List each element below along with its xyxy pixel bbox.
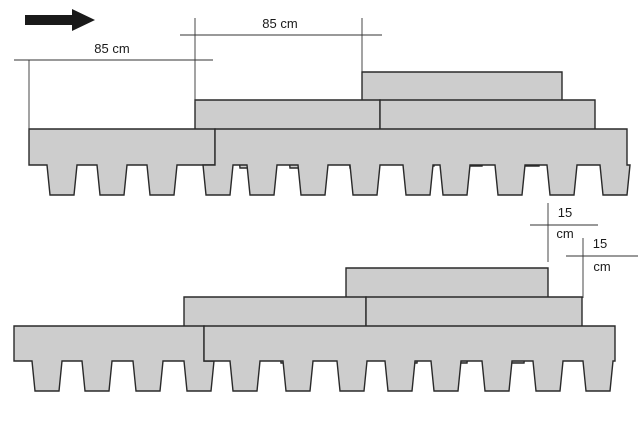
bottom-dimension-1-lines xyxy=(530,203,598,262)
top-dimension-2-label: 85 cm xyxy=(262,16,297,31)
top-dimension-2-lines xyxy=(180,18,382,72)
bottom-shingle-strip-5 xyxy=(203,325,616,392)
arrow-right-icon xyxy=(25,9,95,31)
bottom-dimension-2-unit: cm xyxy=(593,259,610,274)
bottom-dimension-2-lines xyxy=(566,238,638,298)
top-shingle-layout: 85 cm 85 cm xyxy=(14,16,631,196)
top-dimension-1-label: 85 cm xyxy=(94,41,129,56)
bottom-shingle-strip-3 xyxy=(13,325,215,392)
top-shingle-strip-5 xyxy=(202,128,631,196)
bottom-dimension-2-value: 15 xyxy=(593,236,607,251)
bottom-shingle-layout: 15 cm 15 cm xyxy=(13,203,638,392)
top-shingle-strip-3 xyxy=(28,128,216,196)
bottom-dimension-1-value: 15 xyxy=(558,205,572,220)
bottom-dimension-1-unit: cm xyxy=(556,226,573,241)
top-dimension-1-lines xyxy=(14,59,213,130)
